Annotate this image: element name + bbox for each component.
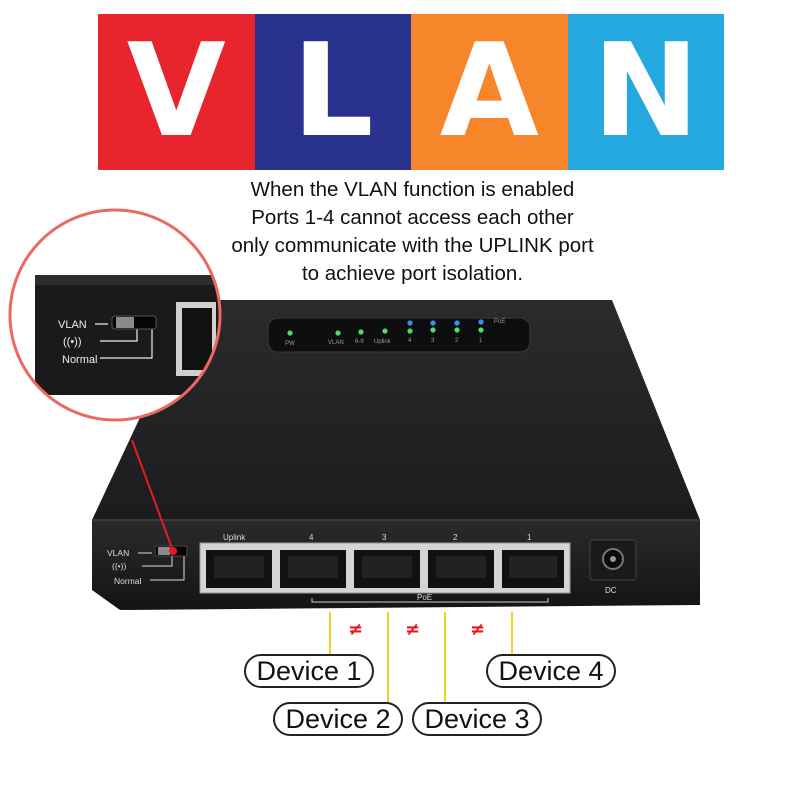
caption-line: to achieve port isolation.	[301, 262, 524, 285]
banner-letter-n: N	[592, 17, 700, 166]
led-label: Uplink	[374, 339, 392, 345]
zoom-mode-label: Normal	[62, 354, 97, 366]
poe-bottom-label: PoE	[417, 593, 432, 602]
dc-power-jack: DC	[589, 539, 637, 595]
port-label: 3	[382, 533, 387, 542]
port-label: Uplink	[223, 533, 246, 542]
poe-bracket	[311, 598, 549, 603]
banner-letter-l: L	[291, 17, 374, 166]
led-label: PW	[285, 341, 295, 347]
led-label: VLAN	[328, 340, 344, 346]
led-label: 6-9	[355, 339, 364, 345]
vlan-description: When the VLAN function is enabled Ports …	[120, 176, 705, 288]
led-label: 1	[479, 338, 483, 344]
ethernet-ports: Uplink 4 3 2 1	[199, 533, 571, 603]
isolation-lines	[329, 612, 513, 705]
zoom-mode-label: ((•))	[63, 336, 82, 348]
not-equal-icon: ≠	[470, 619, 485, 640]
rj45-port-uplink	[206, 550, 272, 588]
rj45-port-4	[280, 550, 346, 588]
rj45-port-1	[502, 550, 564, 588]
not-equal-icon: ≠	[348, 619, 363, 640]
blue-poe-leds	[407, 319, 484, 326]
port-label: 4	[309, 533, 314, 542]
banner-letter-a: A	[439, 17, 539, 166]
zoom-pointer-line	[131, 439, 174, 552]
device-3-label: Device 3	[412, 702, 542, 736]
zoom-mode-label: VLAN	[58, 319, 87, 331]
dc-label: DC	[605, 586, 617, 595]
vlan-banner: V L A N	[98, 14, 724, 170]
not-equal-icon: ≠	[405, 619, 420, 640]
device-4-label: Device 4	[486, 654, 616, 688]
device-2-label: Device 2	[273, 702, 403, 736]
led-label: 2	[455, 338, 459, 344]
mode-label: ((•))	[112, 561, 126, 571]
mode-toggle-knob	[158, 547, 170, 555]
port-label: 1	[527, 533, 532, 542]
switch-top-surface	[92, 300, 700, 520]
caption-line: When the VLAN function is enabled	[250, 178, 575, 201]
led-label: 4	[408, 338, 412, 344]
banner-cell-l: L	[254, 14, 411, 170]
banner-cell-v: V	[98, 14, 255, 170]
zoom-inset: VLAN ((•)) Normal	[8, 208, 222, 422]
banner-cell-n: N	[567, 14, 724, 170]
led-panel	[267, 317, 531, 353]
mode-label: VLAN	[107, 548, 129, 558]
caption-line: Ports 1-4 cannot access each other	[251, 206, 574, 229]
green-leds	[287, 327, 484, 336]
mode-label: Normal	[114, 576, 142, 586]
banner-cell-a: A	[411, 14, 568, 170]
banner-letter-v: V	[126, 17, 226, 166]
zoom-toggle-knob	[116, 317, 134, 328]
rj45-port-3	[354, 550, 420, 588]
poe-led-label: PoE	[494, 319, 505, 325]
device-1-label: Device 1	[244, 654, 374, 688]
led-label: 3	[431, 338, 435, 344]
port-label: 2	[453, 533, 458, 542]
rj45-port-2	[428, 550, 494, 588]
caption-line: only communicate with the UPLINK port	[231, 234, 594, 257]
